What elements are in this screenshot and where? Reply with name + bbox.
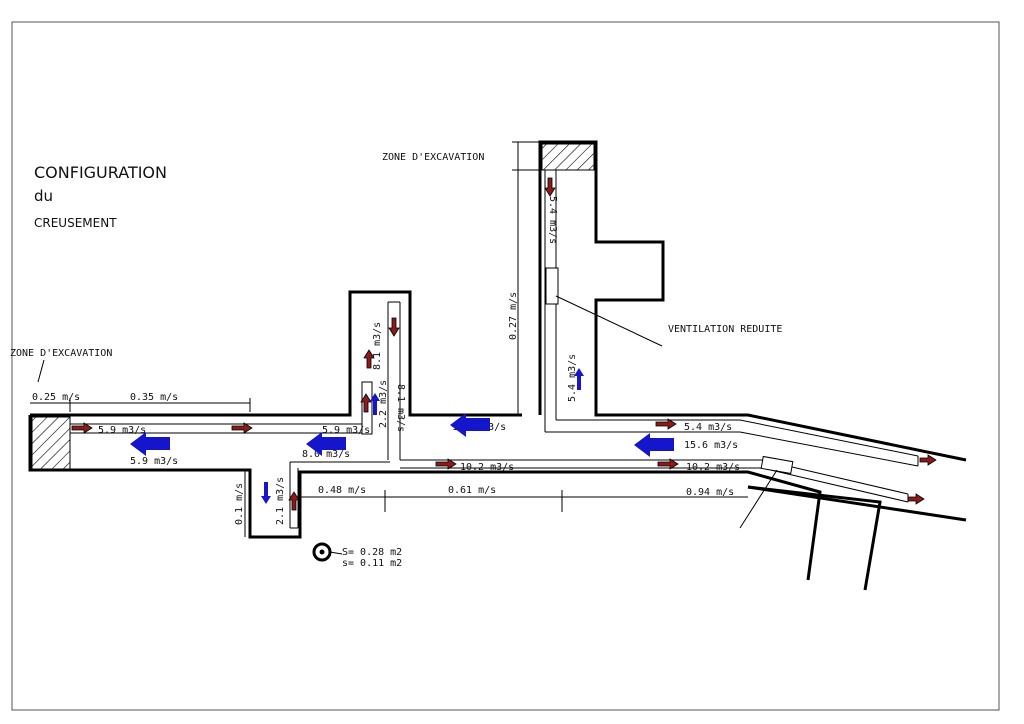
flow-duct-mid: 5.9 m3/s [322,425,370,436]
title-line-3: CREUSEMENT [34,216,117,230]
supply-arrow [544,177,556,197]
flow-return-right: 15.6 m3/s [684,440,738,451]
flow-t-branch-small: 2.2 m3/s [378,380,389,428]
title-line-1: CONFIGURATION [34,163,167,182]
supply-arrow [657,458,679,470]
excavation-zone-top [541,143,595,171]
excavation-zone-left [31,416,71,470]
flow-top-branch-up: 5.4 m3/s [567,354,578,402]
speed-gallery-2: 0.61 m/s [448,485,496,496]
supply-arrow [919,454,937,466]
ventilation-label: VENTILATION REDUITE [668,324,782,335]
supply-arrows [71,177,937,511]
tunnel-walls [28,140,967,591]
speed-main-left: 0.35 m/s [130,392,178,403]
flow-t-branch-up: 8.1 m3/s [372,322,383,370]
dimension-lines [30,141,778,537]
supply-arrow [288,491,300,511]
ventilation-ducts [70,170,919,529]
supply-arrow [363,349,375,369]
flow-right-duct-lower: 10.2 m3/s [686,462,740,473]
flow-t-branch-down: 8.1 m3/s [395,384,406,432]
zone-label-left: ZONE D'EXCAVATION [10,348,112,359]
speed-gallery-1: 0.48 m/s [318,485,366,496]
flow-top-branch-down: 5.4 m3/s [547,196,558,244]
flow-return-left: 5.9 m3/s [130,456,178,467]
speed-branch-vertical: 0.27 m/s [508,292,519,340]
fan-section-2: s= 0.11 m2 [342,558,402,569]
fan-symbol [312,542,343,562]
supply-arrow [907,493,925,505]
title-line-2: du [34,187,53,205]
return-arrow [574,368,584,390]
flow-duct-left: 5.9 m3/s [98,425,146,436]
speed-left-end: 0.25 m/s [32,392,80,403]
page-border [11,21,1000,711]
return-arrow [450,413,490,437]
return-arrow [130,432,170,456]
supply-arrow [388,317,400,337]
zone-label-top: ZONE D'EXCAVATION [382,152,484,163]
return-arrow [306,432,346,456]
supply-arrow [655,418,677,430]
flow-return-mid: 8.0 m3/s [302,449,350,460]
return-arrow [634,433,674,457]
speed-gallery-3: 0.94 m/s [686,487,734,498]
supply-arrow [71,422,93,434]
flow-right-duct-upper: 5.4 m3/s [684,422,732,433]
return-arrow [370,393,380,415]
supply-arrow [360,393,372,413]
flow-duct-main: 10.2 m3/s [460,462,514,473]
supply-arrow [231,422,253,434]
flow-lower-branch: 2.1 m3/s [275,477,286,525]
fan-section-1: S= 0.28 m2 [342,547,402,558]
return-arrow [261,482,271,504]
return-arrows [130,368,674,504]
supply-arrow [435,458,457,470]
speed-lower-branch: 0.1 m/s [234,483,245,525]
